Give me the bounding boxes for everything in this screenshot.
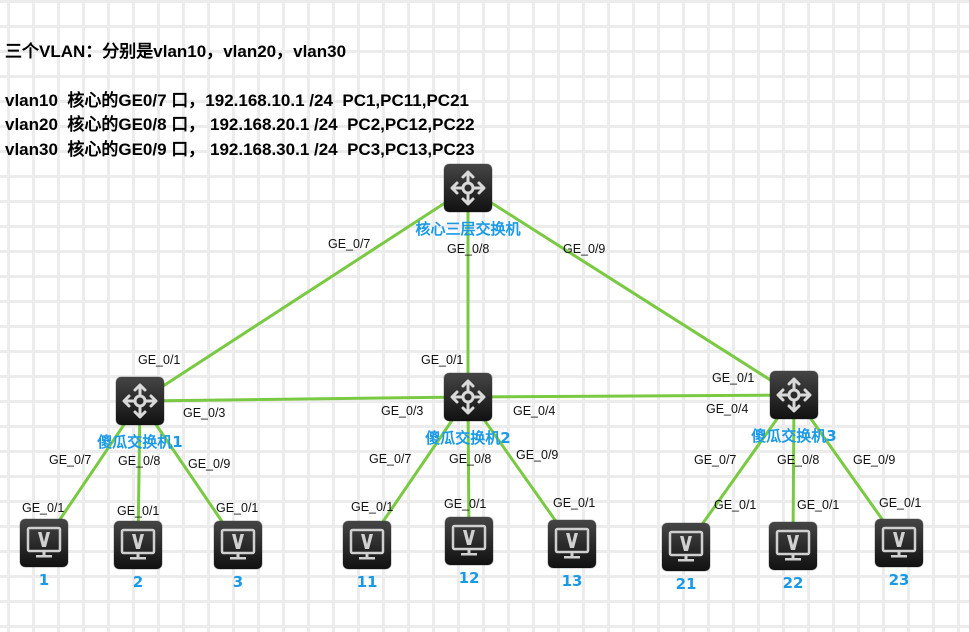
- port-label-pc11: GE_0/1: [351, 500, 394, 514]
- link-sw3-pc23: [792, 394, 901, 544]
- port-label-pc13: GE_0/1: [553, 496, 596, 510]
- port-label-sw3: GE_0/9: [853, 453, 896, 467]
- vlan20-note: vlan20 核心的GE0/8 口， 192.168.20.1 /24 PC2,…: [5, 115, 475, 134]
- link-core-sw1: [139, 186, 469, 403]
- port-label-sw3: GE_0/4: [706, 402, 749, 416]
- link-sw1-sw2: [139, 395, 469, 403]
- monitor-icon: [120, 528, 156, 560]
- pc-pc13[interactable]: [548, 520, 596, 568]
- port-label-sw1: GE_0/8: [118, 454, 161, 468]
- node-label-pc11: 11: [356, 573, 378, 591]
- switch-sw1[interactable]: [116, 377, 164, 425]
- link-sw3-pc22: [791, 394, 796, 547]
- vlan30-note: vlan30 核心的GE0/9 口， 192.168.30.1 /24 PC3,…: [5, 140, 475, 159]
- switch-icon: [776, 377, 812, 413]
- switch-sw2[interactable]: [444, 373, 492, 421]
- node-label-pc22: 22: [782, 574, 804, 592]
- monitor-icon: [220, 528, 256, 560]
- link-sw2-sw3: [467, 393, 795, 399]
- node-label-core: 核心三层交换机: [415, 220, 521, 238]
- port-label-pc3: GE_0/1: [216, 501, 259, 515]
- port-label-sw2: GE_0/9: [516, 448, 559, 462]
- link-sw3-pc21: [684, 394, 796, 548]
- monitor-icon: [668, 530, 704, 562]
- port-label-pc1: GE_0/1: [22, 501, 65, 515]
- switch-icon: [450, 379, 486, 415]
- node-label-pc3: 3: [232, 573, 244, 591]
- port-label-sw1: GE_0/1: [138, 353, 181, 367]
- port-label-core: GE_0/8: [447, 242, 490, 256]
- port-label-sw1: GE_0/7: [49, 453, 92, 467]
- vlan-summary: 三个VLAN：分别是vlan10，vlan20，vlan30: [5, 42, 347, 61]
- node-label-pc23: 23: [888, 571, 910, 589]
- vlan10-note: vlan10 核心的GE0/7 口，192.168.10.1 /24 PC1,P…: [5, 91, 469, 110]
- port-label-pc12: GE_0/1: [444, 497, 487, 511]
- node-label-sw3: 傻瓜交换机3: [751, 427, 837, 445]
- node-label-sw1: 傻瓜交换机1: [97, 433, 183, 451]
- monitor-icon: [451, 524, 487, 556]
- node-label-sw2: 傻瓜交换机2: [425, 429, 511, 447]
- node-label-pc1: 1: [38, 571, 50, 589]
- node-label-pc12: 12: [458, 569, 480, 587]
- port-label-pc23: GE_0/1: [879, 496, 922, 510]
- port-label-sw3: GE_0/8: [777, 453, 820, 467]
- monitor-icon: [26, 526, 62, 558]
- port-label-sw1: GE_0/3: [183, 406, 226, 420]
- port-label-pc21: GE_0/1: [714, 498, 757, 512]
- link-sw2-pc11: [365, 396, 470, 546]
- port-label-pc2: GE_0/1: [117, 504, 160, 518]
- port-label-sw2: GE_0/8: [449, 452, 492, 466]
- pc-pc12[interactable]: [445, 517, 493, 565]
- link-core-sw3: [467, 186, 795, 397]
- node-label-pc2: 2: [132, 573, 144, 591]
- port-label-sw2: GE_0/4: [513, 404, 556, 418]
- monitor-icon: [775, 529, 811, 561]
- port-label-pc22: GE_0/1: [797, 498, 840, 512]
- port-label-sw1: GE_0/9: [188, 457, 231, 471]
- monitor-icon: [881, 526, 917, 558]
- pc-pc3[interactable]: [214, 521, 262, 569]
- switch-sw3[interactable]: [770, 371, 818, 419]
- port-label-sw2: GE_0/3: [381, 404, 424, 418]
- port-label-core: GE_0/7: [328, 237, 371, 251]
- node-label-pc13: 13: [561, 572, 583, 590]
- pc-pc2[interactable]: [114, 521, 162, 569]
- pc-pc21[interactable]: [662, 523, 710, 571]
- node-label-pc21: 21: [675, 575, 697, 593]
- port-label-sw3: GE_0/7: [694, 453, 737, 467]
- switch-icon: [122, 383, 158, 419]
- link-sw2-pc13: [466, 396, 574, 545]
- port-label-core: GE_0/9: [563, 242, 606, 256]
- pc-pc23[interactable]: [875, 519, 923, 567]
- pc-pc1[interactable]: [20, 519, 68, 567]
- port-label-sw3: GE_0/1: [712, 371, 755, 385]
- port-label-sw2: GE_0/1: [421, 353, 464, 367]
- port-label-sw2: GE_0/7: [369, 452, 412, 466]
- pc-pc22[interactable]: [769, 522, 817, 570]
- monitor-icon: [554, 527, 590, 559]
- pc-pc11[interactable]: [343, 521, 391, 569]
- switch-icon: [450, 170, 486, 206]
- switch-core[interactable]: [444, 164, 492, 212]
- monitor-icon: [349, 528, 385, 560]
